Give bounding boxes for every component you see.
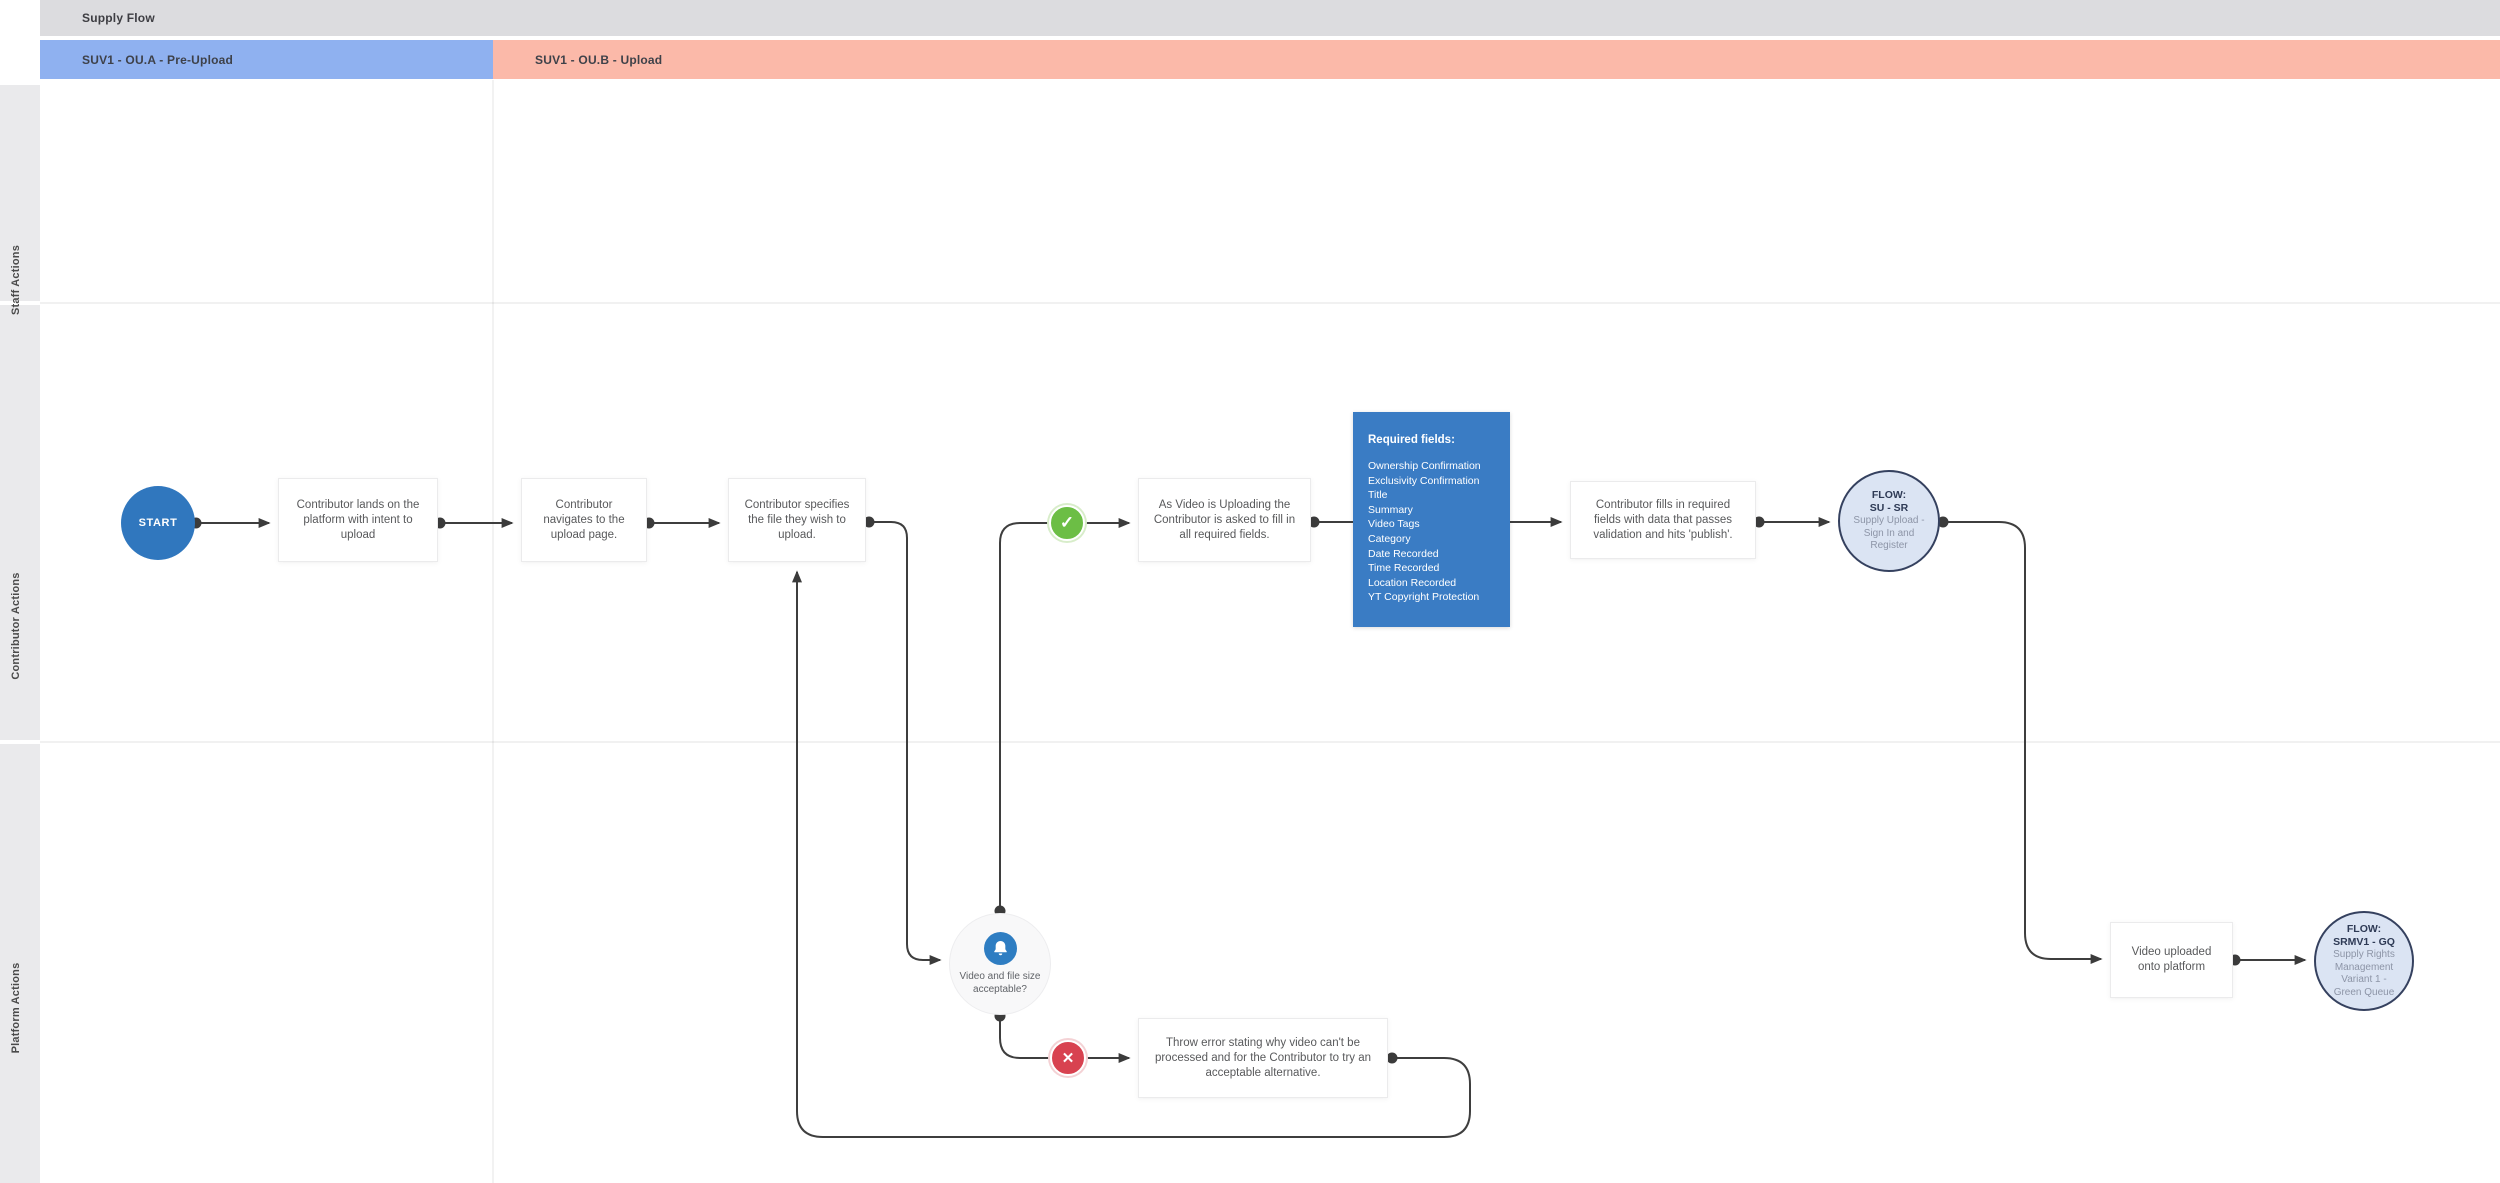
flow-ref-subtitle: Supply Rights — [2333, 949, 2395, 960]
swimlane-platform-actions[interactable] — [0, 744, 40, 1183]
required-fields-list: Ownership Confirmation Exclusivity Confi… — [1368, 459, 1495, 605]
required-field-item: Category — [1368, 532, 1411, 545]
edge-decision-yes-to-uploading — [999, 518, 1131, 911]
phase-band-pre-upload[interactable]: SUV1 - OU.A - Pre-Upload — [40, 40, 493, 79]
flow-ref-srmv1-gq[interactable]: FLOW: SRMV1 - GQ Supply Rights Managemen… — [2314, 911, 2414, 1011]
diagram-title-band: Supply Flow — [40, 0, 2500, 36]
swimlane-label-contributor-actions: Contributor Actions — [10, 572, 22, 680]
process-box-throw-error[interactable]: Throw error stating why video can't be p… — [1138, 1018, 1388, 1098]
required-field-item: Location Recorded — [1368, 576, 1457, 589]
required-field-item: Date Recorded — [1368, 547, 1439, 560]
phase-label-pre-upload: SUV1 - OU.A - Pre-Upload — [82, 52, 234, 67]
flow-ref-title: FLOW: — [1871, 489, 1907, 502]
required-field-item: YT Copyright Protection — [1368, 591, 1480, 604]
required-fields-title: Required fields: — [1368, 434, 1455, 446]
flow-ref-subtitle: Register — [1870, 540, 1908, 552]
no-x-badge[interactable]: ✕ — [1050, 1040, 1086, 1076]
start-node[interactable]: START — [121, 486, 195, 560]
swimlane-label-staff-actions: Staff Actions — [10, 244, 22, 316]
flow-ref-code: SU - SR — [1869, 502, 1909, 515]
process-box-specifies[interactable]: Contributor specifies the file they wish… — [728, 478, 866, 562]
diagram-title: Supply Flow — [82, 11, 155, 25]
check-icon: ✓ — [1059, 513, 1075, 532]
phase-band-upload[interactable]: SUV1 - OU.B - Upload — [493, 40, 2500, 79]
flow-ref-code: SRMV1 - GQ — [2333, 936, 2395, 948]
process-box-navigates[interactable]: Contributor navigates to the upload page… — [521, 478, 647, 562]
lane-divider-contributor-platform — [40, 741, 2500, 743]
flow-ref-su-sr[interactable]: FLOW: SU - SR Supply Upload - Sign In an… — [1838, 470, 1940, 572]
swimlane-staff-actions[interactable] — [0, 85, 40, 301]
process-box-uploaded[interactable]: Video uploaded onto platform — [2110, 922, 2233, 998]
lane-divider-staff-contributor — [40, 302, 2500, 304]
decision-text-line2: acceptable? — [973, 984, 1027, 995]
required-field-item: Video Tags — [1368, 518, 1420, 531]
flow-ref-subtitle: Green Queue — [2333, 986, 2395, 998]
process-box-uploading[interactable]: As Video is Uploading the Contributor is… — [1138, 478, 1311, 562]
flow-ref-subtitle: Sign In and — [1863, 527, 1915, 539]
flow-ref-title: FLOW: — [2346, 923, 2382, 935]
flow-ref-subtitle: Supply Upload - — [1853, 515, 1925, 527]
bell-icon — [983, 932, 1017, 965]
process-box-lands[interactable]: Contributor lands on the platform with i… — [278, 478, 438, 562]
swimlane-contributor-actions[interactable] — [0, 305, 40, 740]
swimlane-label-platform-actions: Platform Actions — [10, 962, 22, 1054]
required-fields-panel[interactable]: Required fields: Ownership Confirmation … — [1353, 412, 1510, 627]
yes-check-badge[interactable]: ✓ — [1049, 505, 1085, 541]
decision-text-line1: Video and file size — [959, 971, 1041, 982]
required-field-item: Title — [1368, 489, 1388, 502]
required-field-item: Summary — [1368, 503, 1413, 516]
process-box-fills[interactable]: Contributor fills in required fields wit… — [1570, 481, 1756, 559]
required-field-item: Exclusivity Confirmation — [1368, 474, 1480, 487]
phase-divider-preupload-upload — [492, 80, 494, 1183]
edge-source-dots — [190, 516, 2241, 1064]
x-icon: ✕ — [1061, 1050, 1075, 1067]
required-field-item: Ownership Confirmation — [1368, 460, 1481, 472]
phase-label-upload: SUV1 - OU.B - Upload — [535, 52, 663, 67]
flow-ref-subtitle: Management — [2334, 961, 2394, 973]
required-field-item: Time Recorded — [1368, 562, 1440, 575]
flow-ref-subtitle: Variant 1 - — [2341, 974, 2387, 985]
decision-node-file-size[interactable]: Video and file size acceptable? — [949, 913, 1051, 1015]
